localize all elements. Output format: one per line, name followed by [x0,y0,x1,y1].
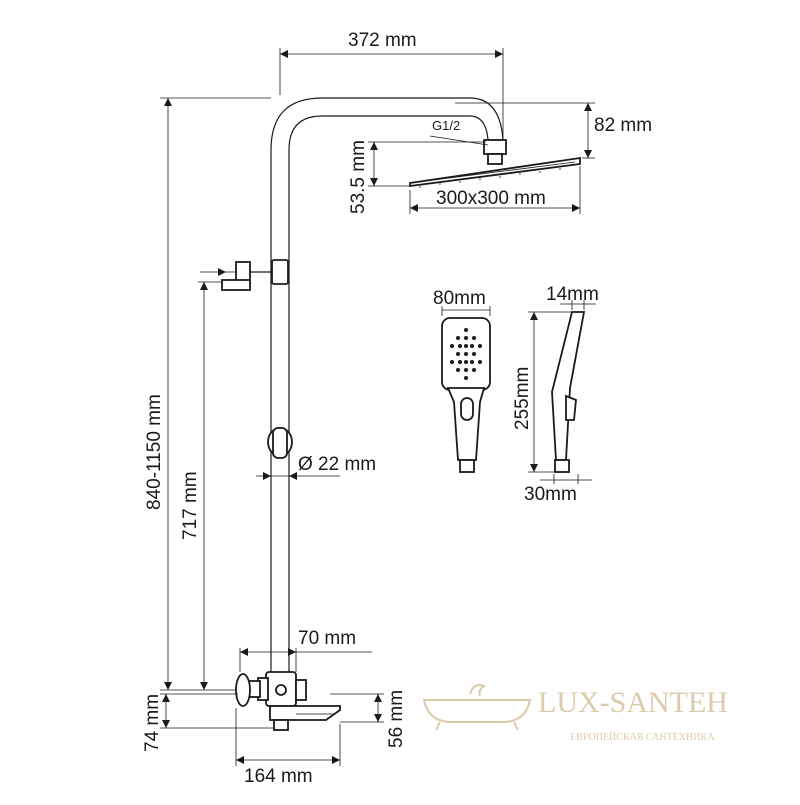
spout-height-label: 56 mm [386,690,407,748]
top-width-label: 372 mm [348,30,417,51]
head-height-dimension: 82 mm [455,102,652,159]
hand-depth-bottom-label: 30mm [524,484,577,505]
hand-shower-side: 14mm 255mm 30mm [512,284,599,505]
bathtub-logo-icon [422,684,532,731]
head-height-label: 82 mm [594,115,652,136]
watermark-tagline: ЕВРОПЕЙСКАЯ САНТЕХНИКА [570,731,715,743]
hand-shower-front: 80mm [433,288,491,473]
head-size-dimension: 300x300 mm [409,166,581,214]
hand-depth-top-label: 14mm [546,284,599,305]
connection-thread-label: G1/2 [432,118,460,133]
spout-reach-label: 70 mm [298,628,356,649]
head-offset-label: 53.5 mm [348,140,369,214]
head-offset-dimension: 53.5 mm [348,140,486,214]
pipe-diameter-label: Ø 22 mm [298,454,376,475]
spout-height-dimension: 56 mm [330,690,407,748]
mixer-width-label: 164 mm [244,766,313,787]
shower-column [270,97,507,690]
hand-length-label: 255mm [512,367,533,430]
connection-thread-callout: G1/2 [429,118,489,146]
mixer-body [235,671,341,731]
bar-height-dimension: 717 mm [180,281,222,690]
total-height-label: 840-1150 mm [144,394,165,510]
hand-width-label: 80mm [433,288,486,309]
watermark-brand: LUX-SANTEH [538,686,728,719]
overhead-shower-head [409,156,581,188]
spout-reach-dimension: 70 mm [239,628,372,672]
total-height-dimension: 840-1150 mm [144,97,271,691]
sliding-holder [267,427,293,459]
brand-watermark: LUX-SANTEH ЕВРОПЕЙСКАЯ САНТЕХНИКА [422,684,728,743]
bar-height-label: 717 mm [180,471,201,540]
mixer-width-dimension: 164 mm [235,708,341,787]
mixer-height-label: 74 mm [142,694,163,752]
pipe-diameter-dimension: Ø 22 mm [256,454,376,480]
wall-bracket [200,259,289,291]
head-size-label: 300x300 mm [436,188,546,209]
top-width-dimension: 372 mm [279,30,504,140]
mixer-height-dimension: 74 mm [142,693,274,752]
